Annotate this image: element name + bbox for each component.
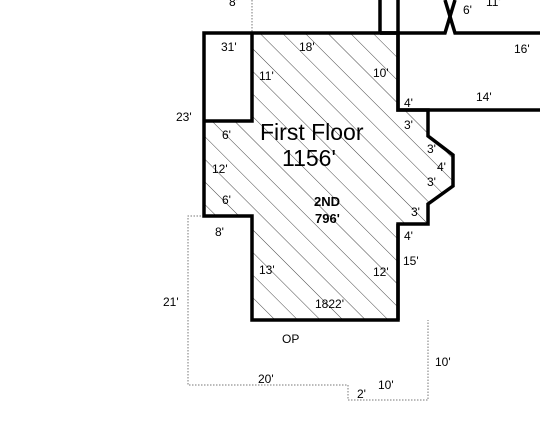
second-floor-title: 2ND (314, 194, 340, 209)
dim-right-4: 4' (404, 229, 413, 243)
dim-left-8: 8' (215, 225, 224, 239)
dim-upper-right-4: 4' (404, 96, 413, 110)
dim-top-right-6: 6' (463, 3, 472, 17)
dim-porch-20: 20' (258, 372, 274, 386)
dim-left-6-top: 6' (222, 128, 231, 142)
dim-porch-10-right: 10' (435, 355, 451, 369)
dim-porch-21: 21' (163, 295, 179, 309)
dim-bay-4: 4' (437, 160, 446, 174)
dim-porch-10-bottom: 10' (378, 378, 394, 392)
dim-bottom-1822: 1822' (315, 297, 344, 311)
dim-left-23: 23' (176, 110, 192, 124)
dim-right-3-lower: 3' (411, 205, 420, 219)
dim-bottom-13: 13' (259, 263, 275, 277)
dim-right-15: 15' (403, 254, 419, 268)
dim-left-12: 12' (212, 162, 228, 176)
dim-left-31: 31' (221, 40, 237, 54)
dim-upper-right-14: 14' (476, 90, 492, 104)
porch-label: OP (282, 332, 299, 346)
floor-area: 1156' (282, 145, 336, 171)
dim-upper-right-16: 16' (514, 42, 530, 56)
porch-outline (187, 215, 429, 401)
second-floor-area: 796' (315, 211, 340, 226)
dim-right-3-upper: 3' (404, 118, 413, 132)
dim-porch-2: 2' (357, 387, 366, 401)
garage-outline-2 (380, 0, 457, 35)
dim-upper-right-10: 10' (373, 66, 389, 80)
dim-left-6-bottom: 6' (222, 193, 231, 207)
dim-bay-3-top: 3' (427, 142, 436, 156)
left-notch-outline (204, 33, 254, 123)
dim-top-left-cut: 8' (229, 0, 238, 9)
dim-bay-3-bottom: 3' (427, 175, 436, 189)
floor-title: First Floor (260, 119, 364, 145)
first-floor-area (204, 33, 453, 320)
dim-inner-11: 11' (259, 69, 274, 83)
dim-top-right-partial: 11' (486, 0, 501, 9)
dim-top-18: 18' (299, 40, 315, 54)
dim-right-12: 12' (373, 265, 389, 279)
garage-outline (378, 0, 540, 112)
upper-structure-outline (251, 0, 381, 32)
